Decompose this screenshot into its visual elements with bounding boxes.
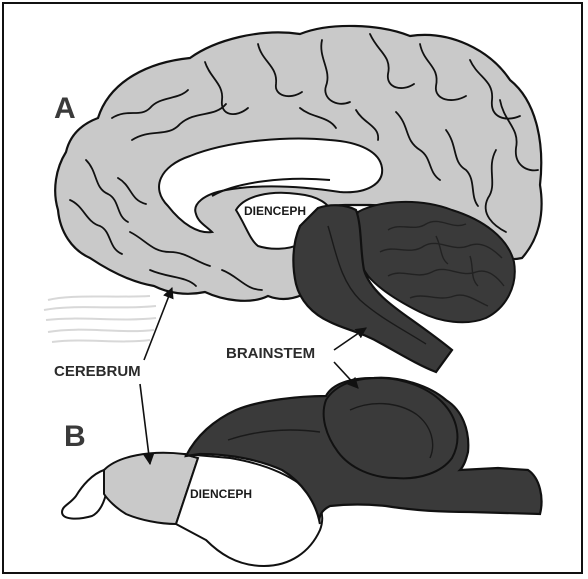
brainstem-label: BRAINSTEM bbox=[226, 345, 315, 362]
diencephalon-label-b: DIENCEPH bbox=[190, 487, 252, 501]
cerebrum-label: CEREBRUM bbox=[54, 363, 141, 380]
diencephalon-label-a: DIENCEPH bbox=[244, 204, 306, 218]
olfactory-bulb bbox=[62, 470, 106, 519]
panel-b-label: B bbox=[64, 420, 86, 453]
panel-a-label: A bbox=[54, 92, 76, 125]
smudge-mark bbox=[44, 296, 156, 342]
cerebrum-arrow-a bbox=[144, 288, 172, 360]
brainstem-arrow-a bbox=[334, 328, 366, 350]
cerebrum-arrow-b bbox=[140, 384, 150, 464]
panel-b-brain bbox=[62, 378, 542, 566]
